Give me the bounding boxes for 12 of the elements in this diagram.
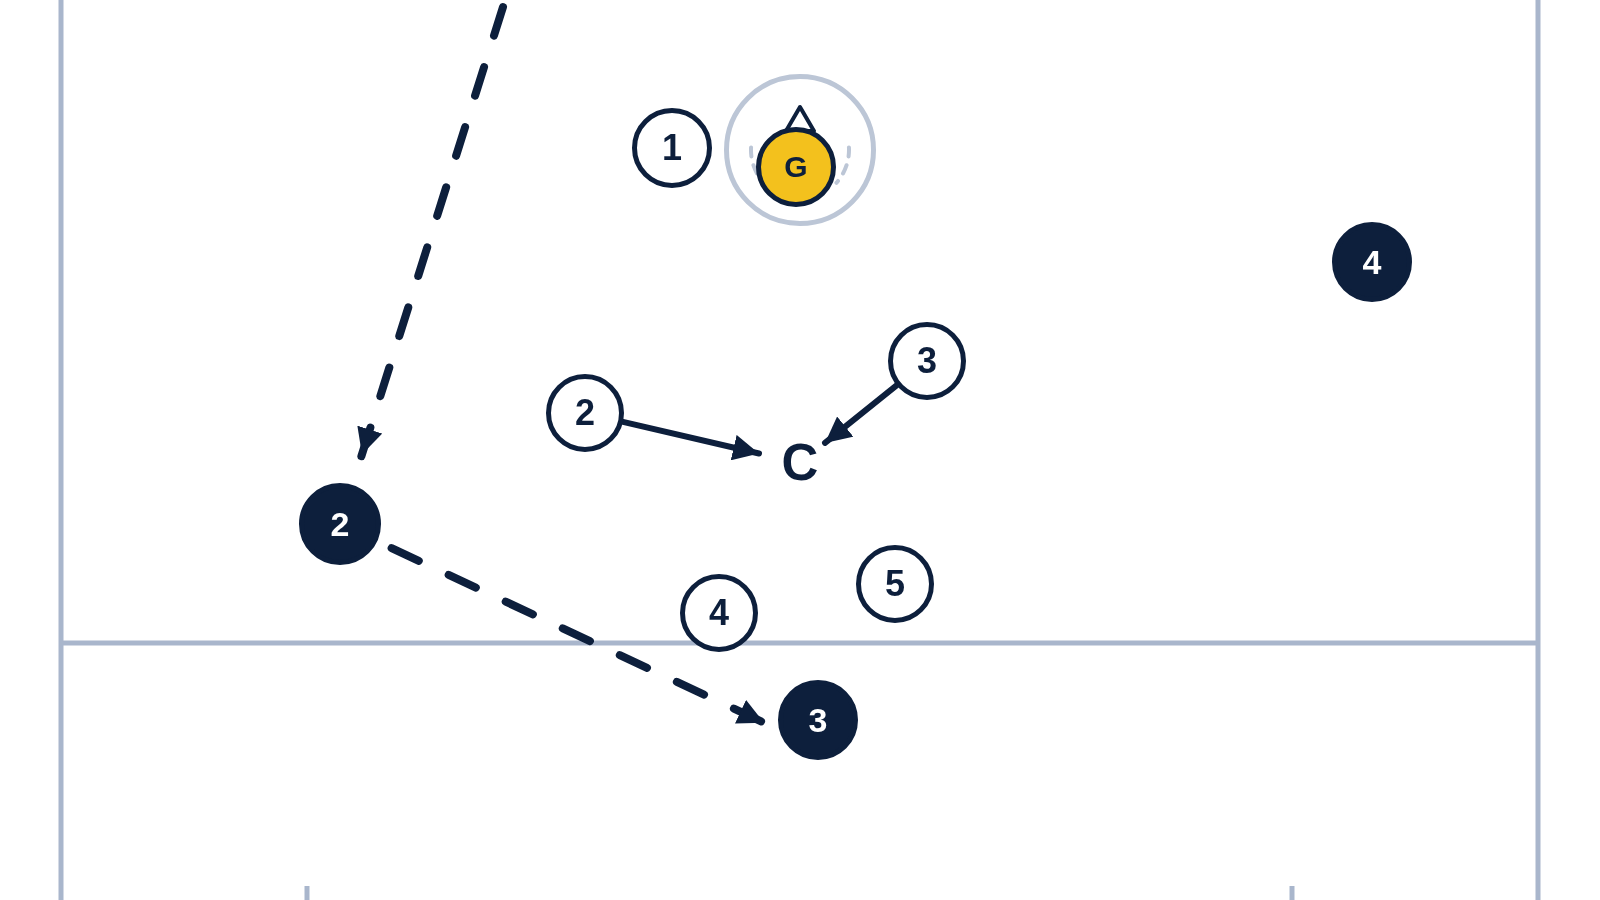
- arrow: [822, 382, 900, 446]
- position-label: C: [779, 437, 821, 489]
- outlined-player-marker: 3: [888, 322, 966, 400]
- filled-player-marker: 4: [1332, 222, 1412, 302]
- filled-player-marker: 2: [299, 483, 381, 565]
- arrow: [620, 418, 762, 461]
- filled-player-marker: 3: [778, 680, 858, 760]
- outlined-player-marker: 5: [856, 545, 934, 623]
- outlined-player-marker: 4: [680, 574, 758, 652]
- outlined-player-marker: 2: [546, 374, 624, 452]
- goalie-marker: G: [756, 127, 836, 207]
- outlined-player-marker: 1: [632, 108, 712, 188]
